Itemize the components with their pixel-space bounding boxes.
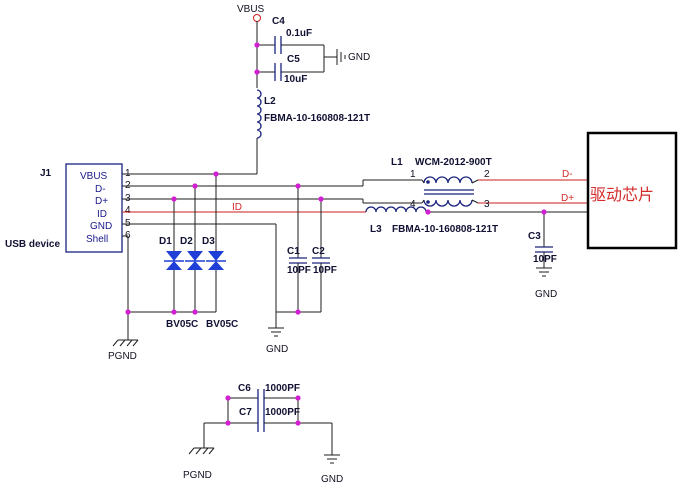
caps-c6-c7: C6 1000PF C7 1000PF PGND GND	[183, 383, 343, 485]
l3-value: FBMA-10-160808-121T	[392, 224, 498, 235]
ref-c4: C4	[272, 16, 285, 27]
pin-name: D+	[95, 196, 108, 207]
gnd-label: GND	[266, 344, 288, 355]
c4-value: 0.1uF	[286, 28, 312, 39]
pin-name: GND	[90, 221, 112, 232]
d3-part: BV05C	[206, 319, 238, 330]
driver-chip: 驱动芯片	[586, 131, 678, 250]
c7-value: 1000PF	[265, 407, 300, 418]
pgnd-label: PGND	[183, 470, 212, 481]
ref-c2: C2	[312, 246, 325, 257]
l1-pin: 1	[410, 169, 416, 180]
ref-l2: L2	[264, 96, 276, 107]
l1-pin: 4	[410, 199, 416, 210]
ref-j1: J1	[40, 168, 52, 179]
ref-c5: C5	[287, 54, 300, 65]
inductor-l3: L3 FBMA-10-160808-121T	[365, 206, 498, 235]
l2-value: FBMA-10-160808-121T	[264, 113, 370, 124]
ref-l3: L3	[370, 224, 382, 235]
gnd-label: GND	[321, 474, 343, 485]
pgnd-label: PGND	[108, 351, 137, 362]
chip-label: 驱动芯片	[590, 185, 654, 204]
pin-name: VBUS	[80, 171, 108, 182]
pin-name: D-	[95, 184, 106, 195]
ref-d1: D1	[159, 236, 172, 247]
pin-number: 4	[125, 205, 131, 216]
gnd-label: GND	[348, 52, 370, 63]
ref-c1: C1	[287, 246, 300, 257]
vbus-port-marker	[253, 14, 261, 22]
c2-value: 10PF	[313, 265, 337, 276]
ref-c3: C3	[528, 231, 541, 242]
diode-d2	[185, 251, 205, 270]
l1-pin: 2	[484, 169, 490, 180]
pin-name: ID	[97, 209, 107, 220]
c5-value: 10uF	[284, 74, 307, 85]
diode-d1	[164, 251, 184, 270]
usb-device-label: USB device	[5, 239, 60, 250]
chip-body	[586, 131, 678, 250]
pgnd-symbol-1: PGND	[108, 335, 139, 362]
l1-pin: 3	[484, 199, 490, 210]
vbus-label: VBUS	[237, 4, 265, 15]
d1-d2-part: BV05C	[166, 319, 198, 330]
net-dm: D-	[562, 169, 573, 180]
connector-j1: VBUS D- D+ ID GND Shell 1 2 3 4 5 6 J1 U…	[5, 163, 131, 253]
ref-c7: C7	[239, 407, 252, 418]
bus-wires: ID D- D+	[122, 169, 588, 335]
cap-c3: C3 10PF GND	[528, 212, 557, 300]
ref-d2: D2	[180, 236, 193, 247]
tvs-diodes: D1 D2 D3 BV05C BV05C	[128, 174, 238, 330]
l1-value: WCM-2012-900T	[415, 157, 492, 168]
ref-l1: L1	[391, 157, 403, 168]
net-dp: D+	[561, 193, 574, 204]
c1-value: 10PF	[287, 265, 311, 276]
c3-value: 10PF	[533, 254, 557, 265]
connector-body	[65, 163, 123, 253]
diode-d3	[206, 251, 226, 270]
vbus-section: VBUS GND C4 0.1uF C5 10uF L2 FBMA-10-160…	[237, 4, 370, 174]
ref-d3: D3	[202, 236, 215, 247]
gnd-label: GND	[535, 289, 557, 300]
choke-l1: 1 2 3 4 L1 WCM-2012-900T	[391, 157, 492, 210]
pin-name: Shell	[86, 234, 108, 245]
c6-value: 1000PF	[265, 383, 300, 394]
net-id: ID	[232, 202, 242, 213]
junction-dots	[125, 171, 547, 426]
ref-c6: C6	[238, 383, 251, 394]
caps-c1-c2: C1 C2 10PF 10PF GND	[266, 186, 337, 355]
